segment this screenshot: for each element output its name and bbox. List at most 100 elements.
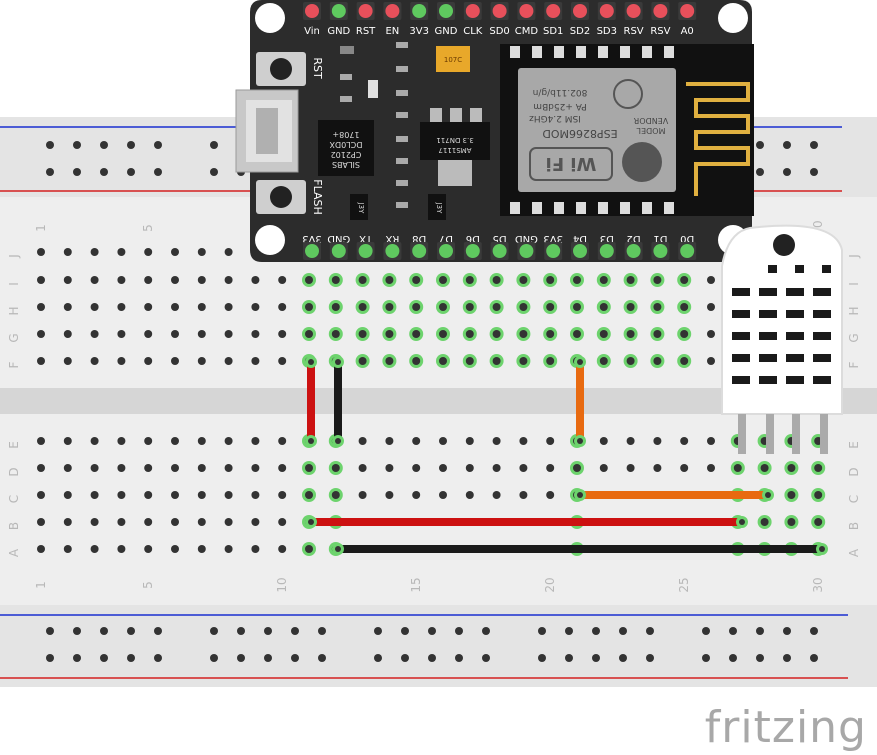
- rail-hole: [565, 654, 573, 662]
- breadboard-hole: [439, 276, 447, 284]
- fcc-logo: [613, 79, 643, 109]
- breadboard-hole: [63, 248, 72, 256]
- pin-label: RST: [356, 26, 376, 37]
- sensor-vent: [759, 310, 777, 318]
- smd-resistors: [340, 42, 408, 208]
- breadboard-hole: [63, 330, 72, 338]
- rail-hole: [702, 654, 710, 662]
- pin-3v3: [305, 244, 319, 258]
- wire-end-hole: [577, 359, 583, 365]
- pin-d1: [653, 244, 668, 258]
- breadboard-hole: [707, 464, 715, 472]
- breadboard-hole: [546, 303, 555, 311]
- column-number-bottom: 20: [543, 577, 557, 592]
- breadboard-hole: [251, 464, 260, 472]
- rail-hole: [783, 168, 791, 176]
- usb-connector: [235, 89, 299, 173]
- rail-hole: [46, 168, 54, 176]
- rail-hole: [646, 627, 654, 635]
- capacitor-label: 107C: [444, 56, 462, 64]
- mount-hole-bl: [255, 225, 285, 255]
- breadboard-hole: [224, 545, 233, 553]
- breadboard-hole: [37, 491, 45, 499]
- breadboard-hole: [573, 303, 581, 311]
- breadboard-hole: [144, 303, 153, 311]
- rail-hole: [428, 627, 436, 635]
- pin-label: GND: [515, 233, 538, 244]
- rail-hole: [592, 654, 600, 662]
- pcb-antenna: [686, 82, 750, 196]
- breadboard-hole: [90, 303, 99, 311]
- rail-hole: [565, 627, 573, 635]
- breadboard-hole: [465, 464, 474, 472]
- breadboard-hole: [63, 518, 72, 526]
- rail-hole: [783, 141, 791, 149]
- breadboard-hole: [117, 276, 126, 284]
- row-letter-right: C: [847, 495, 861, 503]
- voltage-regulator: AMS1117 3.3 DN711: [420, 108, 490, 186]
- rail-hole: [210, 141, 218, 149]
- breadboard-hole: [653, 330, 662, 338]
- breadboard-hole: [439, 437, 447, 445]
- breadboard-hole: [599, 357, 608, 365]
- pin-label: 3V3: [409, 26, 429, 37]
- module-pad: [532, 46, 542, 58]
- sensor-vent: [795, 265, 804, 273]
- row-letter-right: I: [847, 282, 861, 286]
- small-chip-a: [350, 194, 368, 220]
- breadboard-hole: [787, 518, 796, 526]
- row-letter-left: A: [7, 548, 21, 557]
- breadboard-hole: [385, 491, 394, 499]
- row-letter-right: J: [847, 254, 861, 259]
- wire-end-hole: [577, 438, 583, 444]
- breadboard-hole: [171, 248, 179, 256]
- breadboard-hole: [305, 545, 313, 553]
- breadboard-hole: [171, 491, 179, 499]
- rst-button-label: RST: [311, 57, 324, 79]
- rail-hole: [756, 168, 764, 176]
- module-pad: [642, 202, 652, 214]
- sensor-vent: [813, 376, 831, 384]
- breadboard-hole: [599, 464, 608, 472]
- rail-hole: [783, 627, 791, 635]
- breadboard-hole: [680, 437, 689, 445]
- breadboard-hole: [385, 464, 394, 472]
- breadboard-hole: [814, 464, 823, 472]
- breadboard-hole: [305, 303, 313, 311]
- pin-sd0: [492, 4, 507, 18]
- breadboard-hole: [305, 464, 313, 472]
- breadboard-hole: [251, 491, 260, 499]
- module-pad: [510, 202, 520, 214]
- breadboard-hole: [117, 303, 126, 311]
- chip-line-4: 1708+: [332, 130, 359, 139]
- breadboard-hole: [626, 464, 635, 472]
- pin-label: GND: [435, 26, 458, 37]
- breadboard-hole: [278, 276, 287, 284]
- breadboard-hole: [37, 518, 45, 526]
- rail-hole: [264, 627, 272, 635]
- breadboard-hole: [385, 437, 394, 445]
- wifi-logo-text: Wi Fi: [546, 153, 597, 174]
- breadboard-hole: [465, 437, 474, 445]
- breadboard-hole: [492, 491, 501, 499]
- rail-hole: [455, 654, 463, 662]
- breadboard-hole: [519, 303, 528, 311]
- wires: [307, 358, 826, 553]
- wifi-logo-box: [529, 147, 613, 181]
- breadboard-hole: [117, 545, 126, 553]
- breadboard-hole: [63, 276, 72, 284]
- breadboard-hole: [331, 276, 340, 284]
- pin-label: Vin: [304, 26, 320, 37]
- small-chip-b: [428, 194, 446, 220]
- breadboard-hole: [439, 303, 447, 311]
- rail-hole: [127, 168, 135, 176]
- pin-rst: [358, 4, 373, 18]
- rail-hole: [154, 654, 162, 662]
- breadboard-hole: [358, 330, 367, 338]
- rail-hole: [810, 168, 818, 176]
- rail-hole: [318, 654, 326, 662]
- breadboard-hole: [144, 437, 153, 445]
- rail-hole: [318, 627, 326, 635]
- breadboard-hole: [197, 491, 206, 499]
